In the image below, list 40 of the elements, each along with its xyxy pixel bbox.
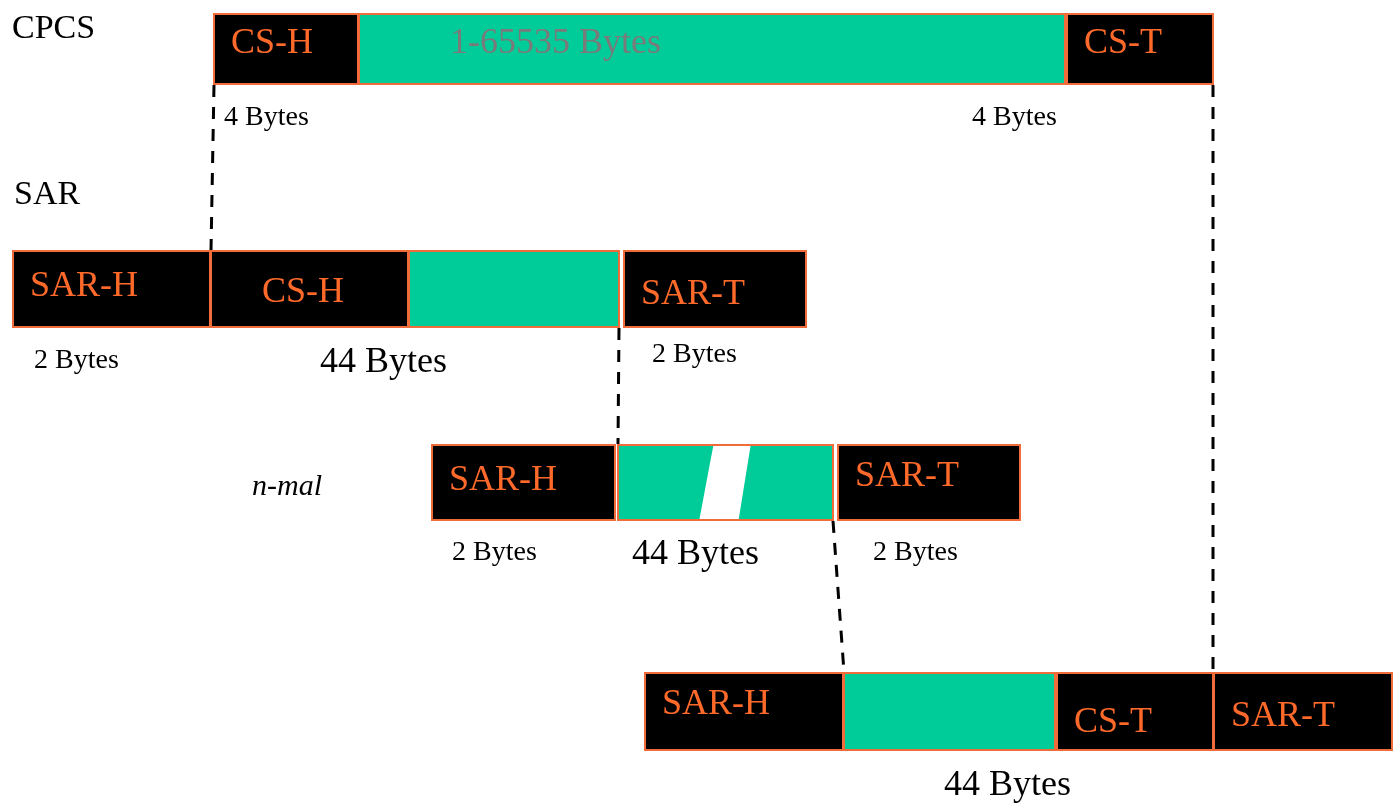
dashed-connector (616, 328, 621, 444)
size-label: 44 Bytes (944, 765, 1071, 801)
header-field (1213, 672, 1393, 751)
field-label: SAR-H (662, 684, 771, 720)
field-label: CS-T (1074, 702, 1152, 738)
field-label: SAR-T (1231, 696, 1335, 732)
dashed-connector (1211, 85, 1215, 672)
header-field (431, 444, 616, 521)
header-field (12, 250, 211, 328)
size-label: 44 Bytes (632, 534, 759, 570)
field-label: SAR-H (449, 460, 558, 496)
size-label: SAR (14, 176, 81, 210)
field-label: SAR-T (855, 456, 959, 492)
payload-field (617, 444, 834, 521)
header-field (644, 672, 844, 751)
size-label: 4 Bytes (972, 102, 1057, 130)
header-field (1066, 13, 1214, 85)
header-field (1056, 672, 1214, 751)
header-field (213, 13, 359, 85)
field-label: 1-65535 Bytes (450, 23, 661, 59)
size-label: 2 Bytes (873, 537, 958, 565)
payload-field (358, 13, 1066, 85)
field-label: CS-H (262, 272, 345, 308)
field-label: SAR-T (641, 274, 745, 310)
size-label: 2 Bytes (34, 345, 119, 373)
payload-field (408, 250, 620, 328)
size-label: CPCS (12, 10, 96, 44)
dashed-connector (209, 84, 216, 251)
size-label: 2 Bytes (452, 537, 537, 565)
size-label: 2 Bytes (652, 339, 737, 367)
header-field (210, 250, 409, 328)
size-label: 44 Bytes (320, 342, 447, 378)
size-label: n-mal (252, 470, 322, 500)
header-field (837, 444, 1021, 521)
header-field (623, 250, 807, 328)
size-label: 4 Bytes (224, 102, 309, 130)
field-label: CS-T (1084, 23, 1162, 59)
field-label: CS-H (231, 23, 314, 59)
field-label: SAR-H (30, 266, 139, 302)
payload-field (843, 672, 1056, 751)
